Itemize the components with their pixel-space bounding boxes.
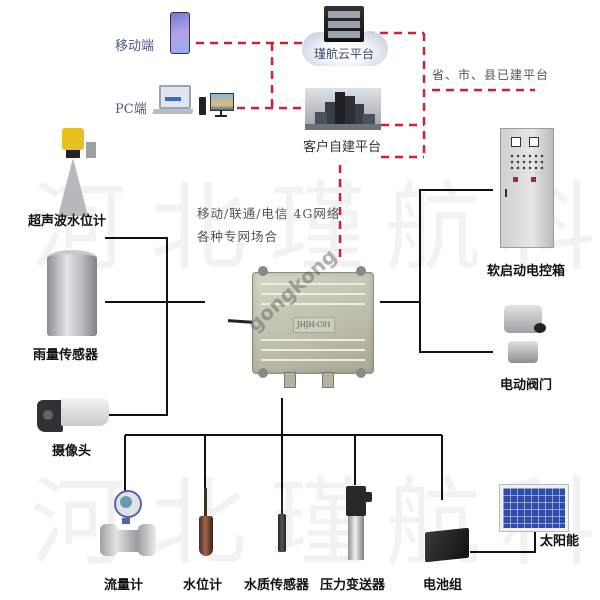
water-level-probe-label: 水位计 <box>183 578 223 593</box>
government-platform-label: 省、市、县已建平台 <box>432 68 550 82</box>
mobile-label: 移动端 <box>115 39 155 54</box>
network-description-line1: 移动/联通/电信 4G网络 <box>197 206 341 221</box>
pressure-transmitter-icon <box>342 486 374 560</box>
desktop-tower-icon <box>199 97 206 115</box>
water-quality-sensor-icon <box>278 490 288 554</box>
phone-icon <box>170 12 190 54</box>
control-cabinet-label: 软启动电控箱 <box>487 264 566 279</box>
battery-pack-icon <box>425 527 469 563</box>
device-wiring <box>105 189 536 553</box>
water-level-probe-icon <box>198 488 214 560</box>
flow-meter-icon <box>100 490 160 558</box>
network-description-line2: 各种专网场合 <box>197 229 279 244</box>
right-bus <box>419 189 493 353</box>
watermark-char-7: 北 <box>150 467 246 579</box>
rain-gauge-icon <box>47 250 97 336</box>
customer-platform-label: 客户自建平台 <box>303 140 382 155</box>
flow-meter-label: 流量计 <box>104 578 144 593</box>
electric-valve-icon <box>500 305 550 365</box>
control-cabinet-icon <box>500 128 554 248</box>
cloud-server-icon <box>302 4 388 66</box>
watermark-char-6: 河 <box>30 467 126 579</box>
water-quality-sensor-label: 水质传感器 <box>244 578 310 593</box>
camera-label: 摄像头 <box>52 444 92 459</box>
ultrasonic-level-meter-label: 超声波水位计 <box>28 214 107 229</box>
pc-label: PC端 <box>115 102 147 117</box>
network-dashed-links <box>196 31 535 262</box>
camera-icon <box>37 396 109 434</box>
laptop-icon <box>152 85 194 121</box>
ultrasonic-level-meter-icon <box>58 128 108 218</box>
datacenter-icon <box>305 88 381 130</box>
solar-panel-label: 太阳能 <box>540 534 580 549</box>
electric-valve-label: 电动阀门 <box>500 378 553 393</box>
rtu-device: JHJH-C01 <box>227 266 374 394</box>
monitor-icon <box>210 93 234 119</box>
rtu-model-label: JHJH-C01 <box>293 317 335 333</box>
cloud-platform-label: 瑾航云平台 <box>314 47 375 61</box>
pressure-transmitter-label: 压力变送器 <box>320 578 386 593</box>
battery-pack-label: 电池组 <box>423 578 463 593</box>
solar-panel-icon <box>500 485 568 531</box>
rain-gauge-label: 雨量传感器 <box>33 348 99 363</box>
left-bus <box>105 237 168 416</box>
solar-battery-wire <box>470 525 536 553</box>
watermark-char-3: 瑾 <box>270 172 366 284</box>
